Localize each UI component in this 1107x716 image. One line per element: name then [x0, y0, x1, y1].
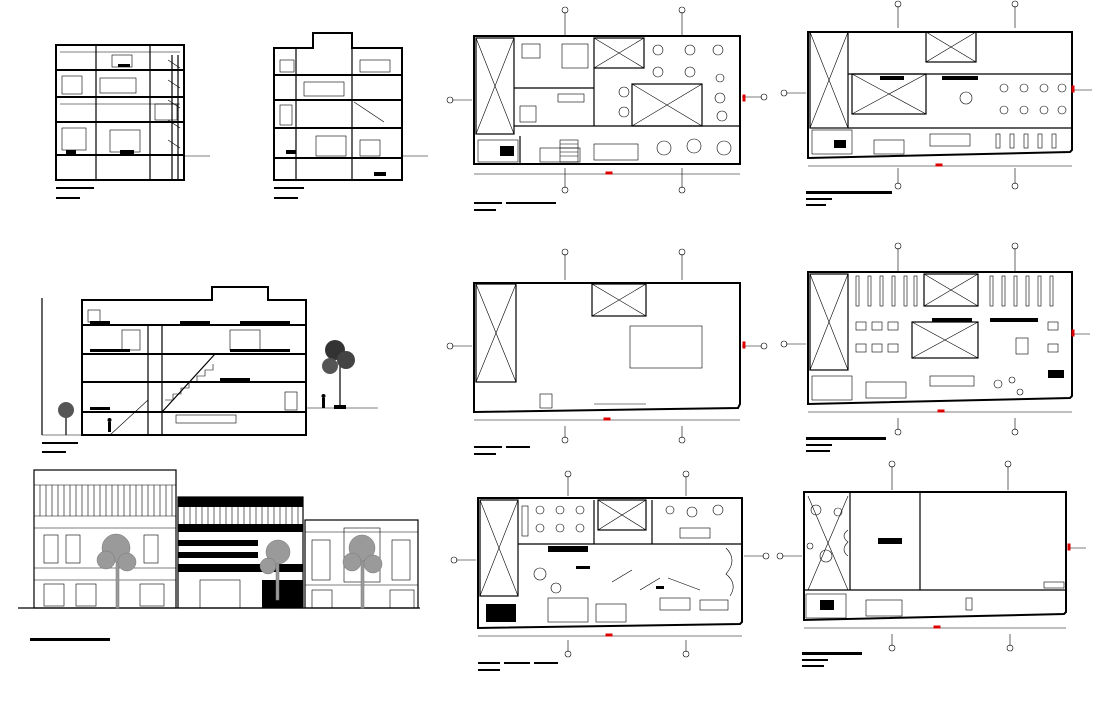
tree-icon — [322, 340, 355, 409]
ground-floor-plan — [446, 6, 768, 211]
building-section-b — [273, 32, 428, 199]
column-axis-icon — [780, 242, 1090, 436]
upper-floor-plan-2 — [450, 470, 770, 671]
restaurant-floor-plan — [780, 0, 1092, 206]
basement-plan — [776, 460, 1086, 667]
column-axis-icon — [446, 6, 768, 194]
roof-plan — [446, 248, 768, 455]
column-axis-icon — [780, 0, 1092, 190]
column-axis-icon — [450, 470, 770, 658]
upper-floor-plan-1 — [780, 242, 1090, 452]
stair-icon — [559, 139, 579, 163]
tree-icon — [259, 539, 291, 601]
person-icon — [107, 394, 326, 432]
building-section-a — [55, 44, 210, 199]
longitudinal-section — [41, 286, 378, 453]
tree-icon — [58, 402, 74, 435]
column-axis-icon — [446, 248, 768, 444]
tree-icon — [342, 534, 383, 609]
tree-icon — [96, 533, 137, 609]
street-elevation — [18, 469, 420, 641]
column-axis-icon — [776, 460, 1086, 652]
